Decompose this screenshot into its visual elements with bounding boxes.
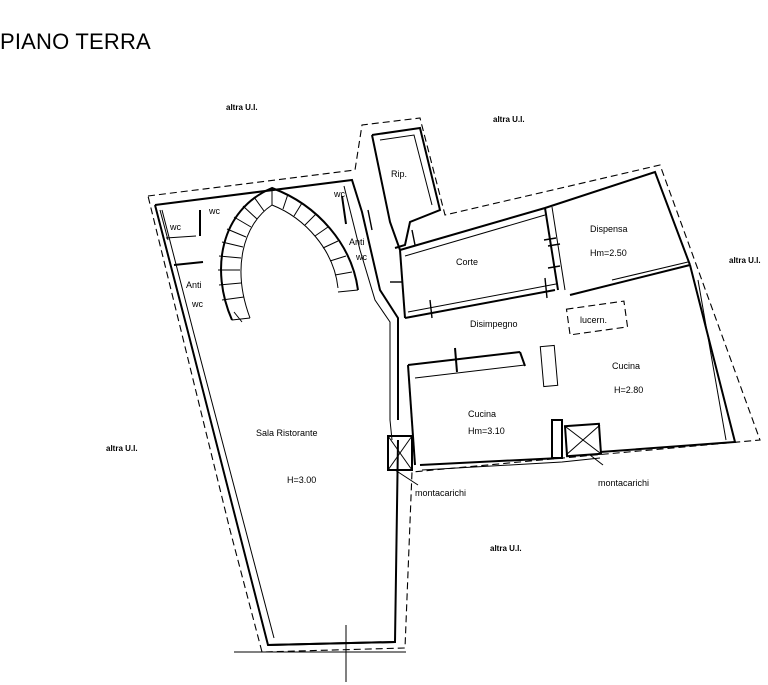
label-altra-ui-left: altra U.I. (106, 444, 138, 453)
label-altra-ui-bottom: altra U.I. (490, 544, 522, 553)
exterior-walls (154, 178, 399, 647)
label-anti-right: Anti (349, 237, 365, 247)
label-rip: Rip. (391, 169, 407, 179)
cucina-walls (407, 264, 737, 471)
curved-staircase (218, 186, 359, 323)
label-wc-5: wc (191, 299, 203, 309)
label-wc-4: wc (355, 252, 367, 262)
label-cucina-left-height: Hm=3.10 (468, 426, 505, 436)
label-dispensa: Dispensa (590, 224, 628, 234)
label-disimpegno: Disimpegno (470, 319, 518, 329)
label-cucina-right-height: H=2.80 (614, 385, 643, 395)
door-marks (367, 209, 561, 319)
label-sala-ristorante: Sala Ristorante (256, 428, 318, 438)
property-boundary (147, 117, 761, 653)
label-lucernario: lucern. (580, 315, 607, 325)
montacarichi-left-shaft (387, 435, 419, 486)
label-altra-ui-right: altra U.I. (729, 256, 761, 265)
wc-partitions (159, 195, 347, 266)
label-wc-3: wc (333, 189, 345, 199)
lucernario-box (565, 300, 629, 336)
label-montacarichi-left: montacarichi (415, 488, 466, 498)
label-dispensa-height: Hm=2.50 (590, 248, 627, 258)
label-montacarichi-right: montacarichi (598, 478, 649, 488)
label-altra-ui-top-left: altra U.I. (226, 103, 258, 112)
label-cucina-right: Cucina (612, 361, 640, 371)
entrance-axis (234, 625, 406, 682)
label-corte: Corte (456, 257, 478, 267)
label-altra-ui-top-center: altra U.I. (493, 115, 525, 124)
montacarichi-right-shaft (551, 419, 604, 466)
plan-title: PIANO TERRA (0, 29, 151, 54)
labels: altra U.I. altra U.I. altra U.I. altra U… (106, 103, 761, 553)
corte-walls (399, 170, 691, 319)
label-cucina-left: Cucina (468, 409, 496, 419)
rip-room-walls (371, 126, 442, 251)
label-wc-2: wc (208, 206, 220, 216)
label-wc-1: wc (169, 222, 181, 232)
label-sala-height: H=3.00 (287, 475, 316, 485)
label-anti-left: Anti (186, 280, 202, 290)
